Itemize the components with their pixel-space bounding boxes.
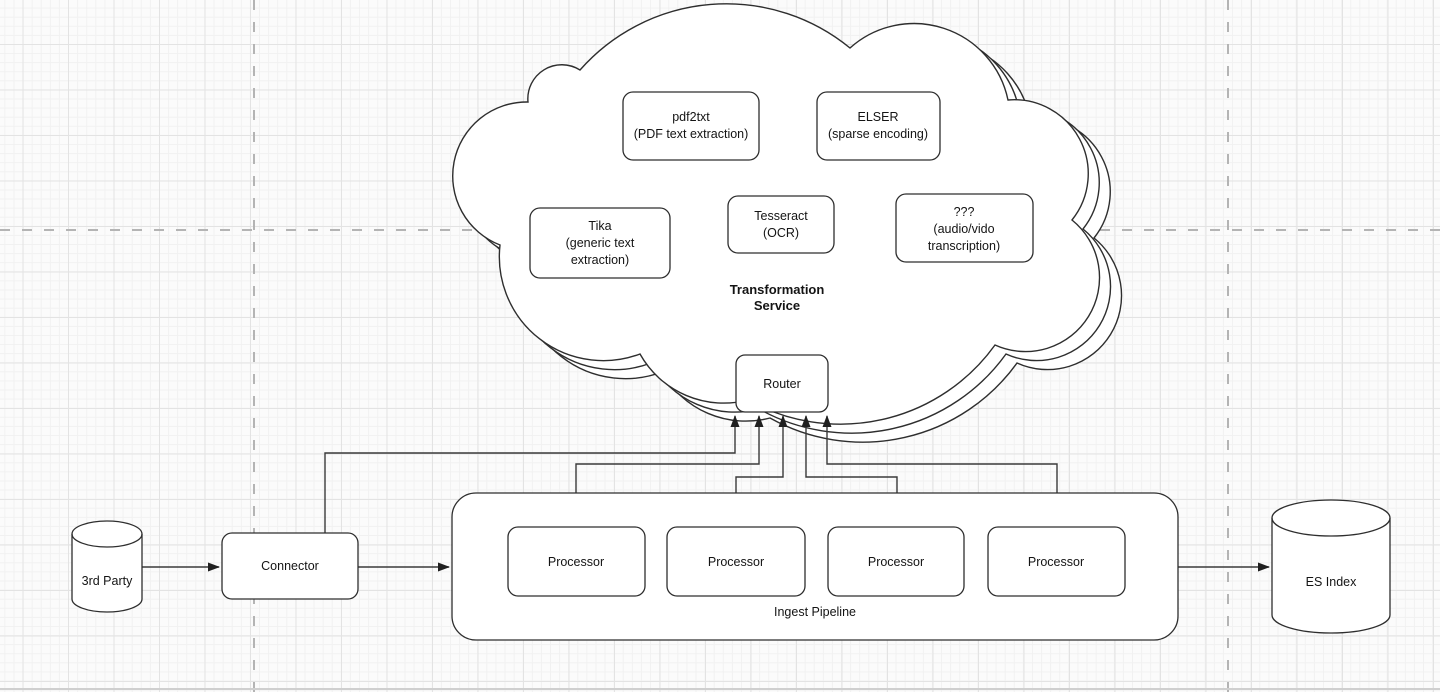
transformation-service-cloud[interactable]: Transformation Service — [452, 3, 1123, 443]
elser-box — [816, 91, 941, 161]
cloud-title-line2: Service — [754, 298, 800, 313]
processor-3-box — [827, 526, 965, 597]
node-router[interactable]: Router — [735, 354, 829, 413]
node-third-party[interactable]: 3rd Party — [71, 520, 143, 613]
ingest-pipeline-label: Ingest Pipeline — [774, 605, 856, 619]
pdf2txt-label-line1: pdf2txt — [672, 110, 710, 124]
cloud-title-line1: Transformation — [730, 282, 825, 297]
tesseract-label-line2: (OCR) — [763, 226, 799, 240]
grid-major-line-bottom — [0, 688, 1440, 690]
audio-video-label-line2: (audio/vido — [933, 222, 994, 236]
node-elser[interactable]: ELSER (sparse encoding) — [816, 91, 941, 161]
elser-label-line2: (sparse encoding) — [828, 127, 928, 141]
es-index-cylinder — [1271, 499, 1391, 634]
node-processor-2[interactable]: Processor — [666, 526, 806, 597]
tika-label-line2: (generic text — [566, 236, 635, 250]
node-processor-1[interactable]: Processor — [507, 526, 646, 597]
audio-video-label-line1: ??? — [954, 205, 975, 219]
third-party-cylinder-rim — [71, 533, 143, 548]
tika-box — [529, 207, 671, 279]
es-index-label: ES Index — [1306, 575, 1357, 589]
edge-connector-to-router[interactable] — [324, 415, 740, 533]
node-es-index[interactable]: ES Index — [1271, 499, 1391, 634]
third-party-cylinder — [71, 520, 143, 613]
third-party-label: 3rd Party — [82, 574, 133, 588]
processor-4-label: Processor — [1028, 555, 1084, 569]
router-label: Router — [763, 377, 801, 391]
pdf2txt-box — [622, 91, 760, 161]
processor-1-box — [507, 526, 646, 597]
pdf2txt-label-line2: (PDF text extraction) — [634, 127, 749, 141]
elser-label-line1: ELSER — [858, 110, 899, 124]
es-index-cylinder-rim — [1271, 517, 1391, 537]
node-processor-3[interactable]: Processor — [827, 526, 965, 597]
tesseract-label-line1: Tesseract — [754, 209, 808, 223]
processor-1-label: Processor — [548, 555, 604, 569]
node-processor-4[interactable]: Processor — [987, 526, 1126, 597]
tika-label-line3: extraction) — [571, 253, 629, 267]
page-break-vertical-left — [253, 0, 255, 692]
node-tesseract[interactable]: Tesseract (OCR) — [727, 195, 835, 254]
node-connector[interactable]: Connector — [221, 532, 359, 600]
tesseract-box — [727, 195, 835, 254]
connector-label: Connector — [261, 559, 319, 573]
connector-box — [221, 532, 359, 600]
tika-label-line1: Tika — [588, 219, 611, 233]
processor-4-box — [987, 526, 1126, 597]
processor-2-label: Processor — [708, 555, 764, 569]
router-box — [735, 354, 829, 413]
audio-video-box — [895, 193, 1034, 263]
page-break-vertical-right — [1227, 0, 1229, 692]
processor-3-label: Processor — [868, 555, 924, 569]
processor-2-box — [666, 526, 806, 597]
node-tika[interactable]: Tika (generic text extraction) — [529, 207, 671, 279]
audio-video-label-line3: transcription) — [928, 239, 1000, 253]
node-pdf2txt[interactable]: pdf2txt (PDF text extraction) — [622, 91, 760, 161]
node-audio-video-transcription[interactable]: ??? (audio/vido transcription) — [895, 193, 1034, 263]
